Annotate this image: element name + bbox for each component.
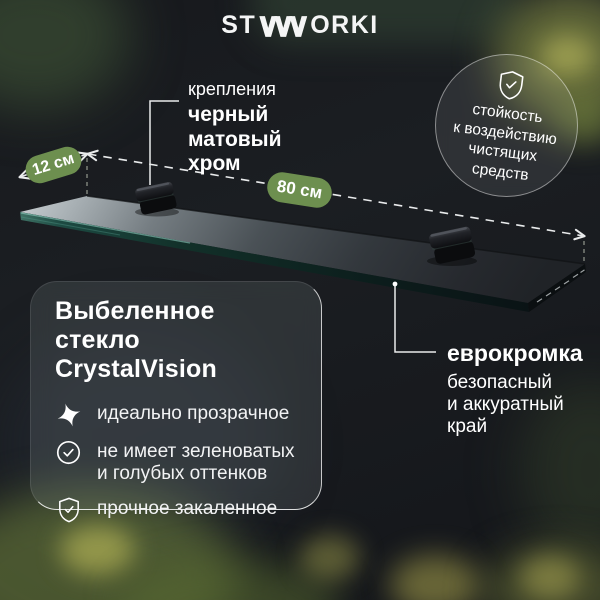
edge-callout-line [394,284,436,353]
card-title-line2: CrystalVision [55,355,217,383]
feature-text: не имеет зеленоватых и голубых оттенков [97,441,295,485]
glass-edge-highlight [20,216,121,236]
bokeh-blob [480,545,600,600]
bokeh-blob [520,555,580,600]
depth-dimension-label: 12 см [22,143,85,187]
sparkle-icon [55,402,82,428]
feature-item: прочное закаленное [55,498,303,523]
glass-edge-highlight [20,212,191,244]
check-circle-icon [55,440,82,465]
brand-logo-suffix: ORKI [310,11,379,39]
mount-right [427,226,477,266]
edge-serrations [536,269,585,303]
edge-annotation-subtitle-line2: и аккуратный край [447,394,564,438]
brand-logo-w-icon [259,16,308,37]
bokeh-blob [390,555,480,600]
mount-annotation-intro: крепления [188,79,276,99]
card-title: Выбеленное стекло CrystalVision [55,297,303,384]
bokeh-blob [0,0,130,110]
feature-item: идеально прозрачное [55,403,303,428]
durability-badge: стойкость к воздействию чистящих средств [435,54,578,197]
mount-left [135,182,179,217]
brand-logo-prefix: ST [221,11,257,39]
glass-info-card: Выбеленное стекло CrystalVision идеально… [30,281,322,523]
feature-list: идеально прозрачное не имеет зеленоватых… [55,403,303,523]
bokeh-blob [60,525,135,575]
edge-annotation-subtitle-line1: безопасный [447,372,553,393]
card-title-line1: Выбеленное стекло [55,297,215,354]
shelf-right-edge [528,264,586,312]
mount-annotation: крепления черный матовый хром [188,79,293,177]
edge-callout-dot [392,281,398,287]
edge-annotation-title: еврокромка [447,340,583,366]
bokeh-blob [120,560,340,600]
mount-annotation-value: черный матовый хром [188,103,282,176]
feature-item: не имеет зеленоватых и голубых оттенков [55,440,303,485]
durability-badge-content: стойкость к воздействию чистящих средств [448,62,565,189]
shelf-back-edge [86,195,586,265]
mount-callout-line [149,100,179,185]
shield-check-icon [500,71,525,100]
feature-text: прочное закаленное [97,498,278,520]
bokeh-blob [300,535,360,580]
brand-logo: ST ORKI [221,11,378,40]
shield-check-icon [55,497,82,523]
feature-text: идеально прозрачное [97,403,290,424]
